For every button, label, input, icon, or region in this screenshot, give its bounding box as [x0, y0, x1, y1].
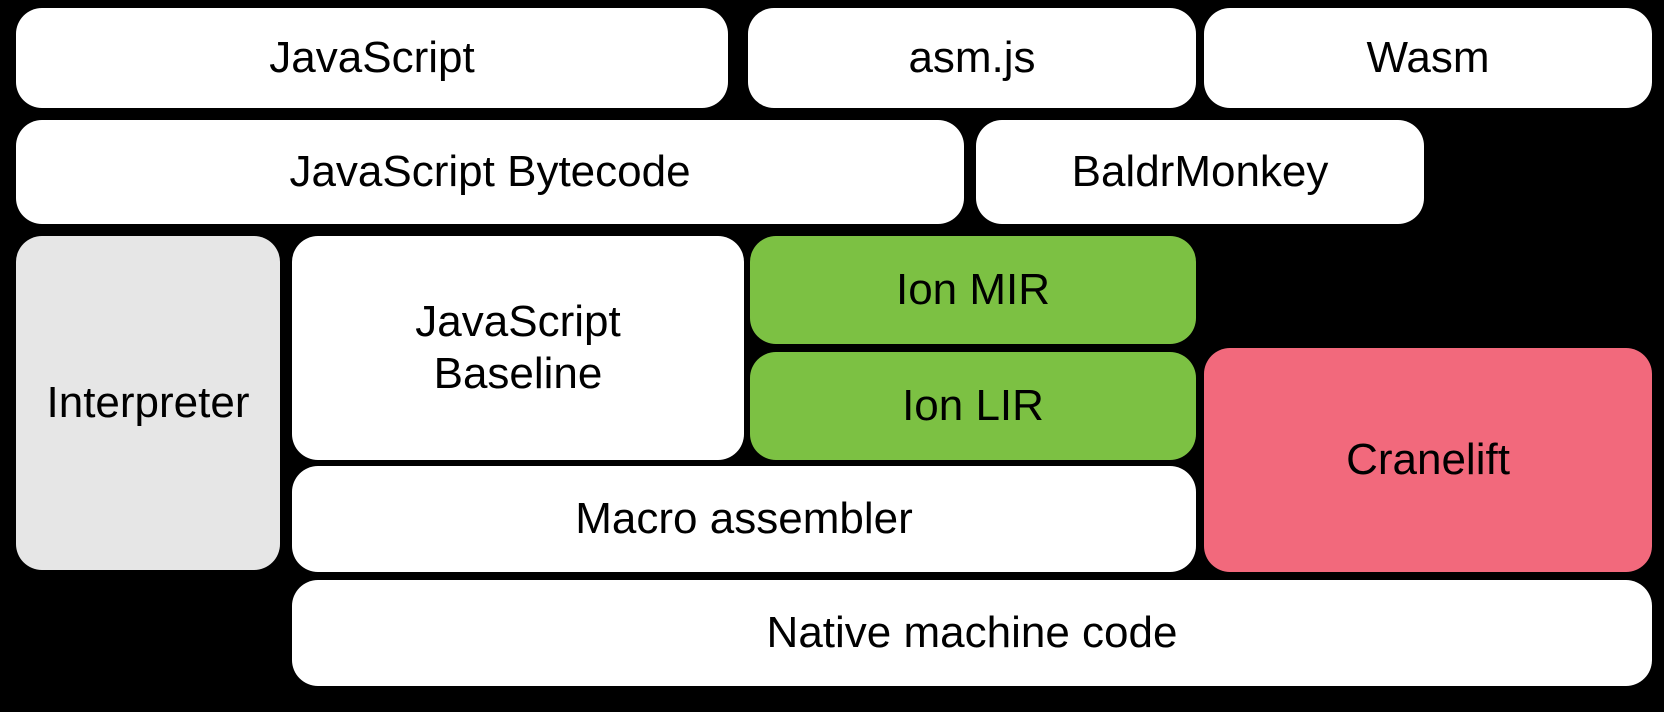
- node-wasm: Wasm: [1204, 8, 1652, 108]
- node-cranelift: Cranelift: [1204, 348, 1652, 572]
- node-javascript-bytecode: JavaScript Bytecode: [16, 120, 964, 224]
- node-ion-lir: Ion LIR: [750, 352, 1196, 460]
- node-javascript: JavaScript: [16, 8, 728, 108]
- node-macro-assembler: Macro assembler: [292, 466, 1196, 572]
- node-javascript-baseline: JavaScript Baseline: [292, 236, 744, 460]
- node-ion-mir: Ion MIR: [750, 236, 1196, 344]
- node-asmjs: asm.js: [748, 8, 1196, 108]
- node-baldrmonkey: BaldrMonkey: [976, 120, 1424, 224]
- node-interpreter: Interpreter: [16, 236, 280, 570]
- node-native-machine-code: Native machine code: [292, 580, 1652, 686]
